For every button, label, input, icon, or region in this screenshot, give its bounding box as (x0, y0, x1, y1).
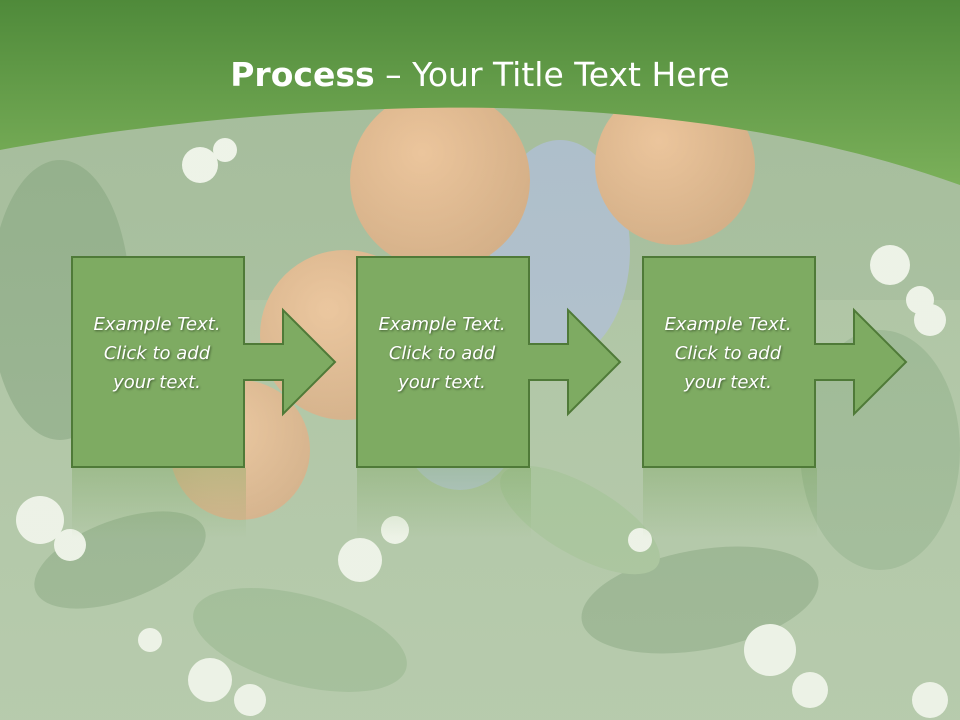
box-reflection (643, 468, 817, 538)
title-rest-text: – Your Title Text Here (374, 55, 730, 94)
step-text[interactable]: Example Text. Click to add your text. (73, 310, 241, 397)
step-text-line-2: Click to add (674, 343, 782, 364)
step-text-line-3: your text. (398, 372, 486, 393)
arrow-box-shape (356, 256, 622, 468)
step-text-line-2: Click to add (103, 343, 211, 364)
box-reflection (357, 468, 531, 538)
process-step-2[interactable]: Example Text. Click to add your text. (356, 256, 622, 468)
step-text-line-3: your text. (684, 372, 772, 393)
step-text-line-3: your text. (113, 372, 201, 393)
title-bold-text: Process (230, 55, 375, 94)
step-text-line-1: Example Text. (378, 314, 506, 335)
process-step-3[interactable]: Example Text. Click to add your text. (642, 256, 908, 468)
step-text-line-1: Example Text. (93, 314, 221, 335)
step-text[interactable]: Example Text. Click to add your text. (644, 310, 812, 397)
step-text-line-1: Example Text. (664, 314, 792, 335)
step-text[interactable]: Example Text. Click to add your text. (358, 310, 526, 397)
box-reflection (72, 468, 246, 538)
process-step-1[interactable]: Example Text. Click to add your text. (71, 256, 337, 468)
step-text-line-2: Click to add (388, 343, 496, 364)
slide-title[interactable]: Process – Your Title Text Here (0, 52, 960, 98)
arrow-box-shape (642, 256, 908, 468)
arrow-box-shape (71, 256, 337, 468)
